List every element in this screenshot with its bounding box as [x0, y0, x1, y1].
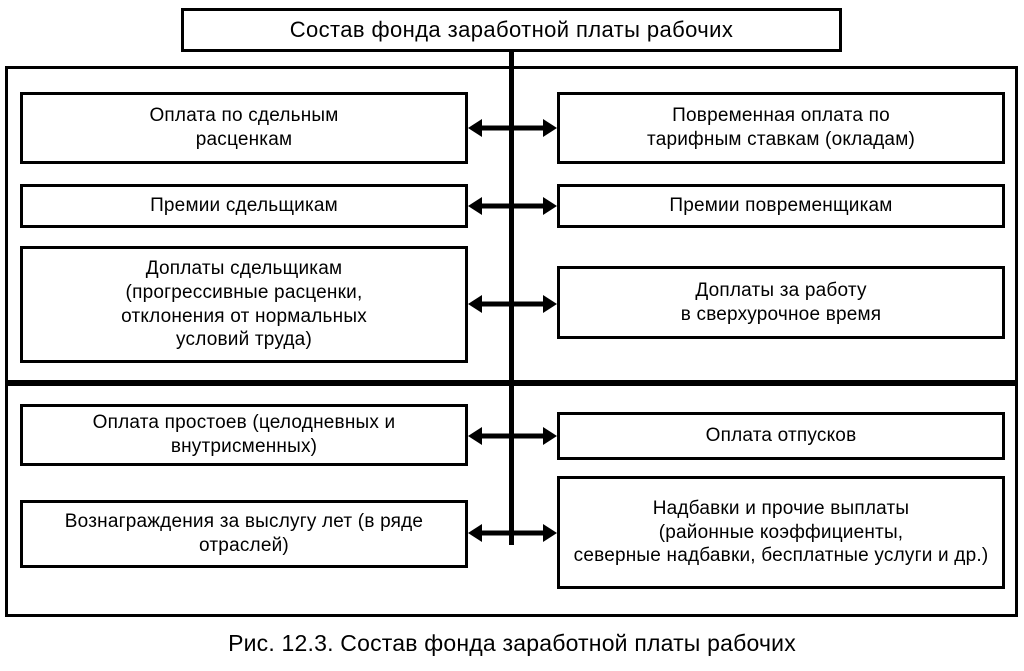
node-long-service-rewards-label: Вознаграждения за выслугу лет (в ряде от… [64, 511, 424, 556]
node-time-based-pay[interactable]: Повременная оплата по тарифным ставкам (… [557, 92, 1005, 164]
node-time-worker-bonuses-label: Премии повременщикам [669, 195, 893, 217]
figure-caption: Рис. 12.3. Состав фонда заработной платы… [0, 630, 1024, 657]
central-trunk-line [509, 50, 514, 545]
node-piecework-bonuses-label: Премии сдельщикам [150, 195, 338, 217]
node-downtime-pay-label: Оплата простоев (целодневных и внутрисме… [92, 412, 396, 457]
diagram-title-text: Состав фонда заработной платы рабочих [289, 17, 734, 42]
node-vacation-pay-label: Оплата отпусков [705, 425, 857, 447]
node-vacation-pay[interactable]: Оплата отпусков [557, 412, 1005, 460]
node-downtime-pay[interactable]: Оплата простоев (целодневных и внутрисме… [20, 404, 468, 466]
node-piecework-pay[interactable]: Оплата по сдельным расценкам [20, 92, 468, 164]
node-overtime-surcharges[interactable]: Доплаты за работу в сверхурочное время [557, 266, 1005, 339]
diagram-title-box: Состав фонда заработной платы рабочих [181, 8, 842, 52]
node-piecework-bonuses[interactable]: Премии сдельщикам [20, 184, 468, 228]
node-piecework-surcharges[interactable]: Доплаты сдельщикам (прогрессивные расцен… [20, 246, 468, 363]
node-piecework-pay-label: Оплата по сдельным расценкам [149, 105, 339, 150]
node-piecework-surcharges-label: Доплаты сдельщикам (прогрессивные расцен… [121, 258, 367, 351]
node-allowances-other-payments-label: Надбавки и прочие выплаты (районные коэф… [573, 498, 989, 567]
node-overtime-surcharges-label: Доплаты за работу в сверхурочное время [680, 279, 882, 325]
node-time-based-pay-label: Повременная оплата по тарифным ставкам (… [647, 105, 915, 150]
node-time-worker-bonuses[interactable]: Премии повременщикам [557, 184, 1005, 228]
node-allowances-other-payments[interactable]: Надбавки и прочие выплаты (районные коэф… [557, 476, 1005, 589]
node-long-service-rewards[interactable]: Вознаграждения за выслугу лет (в ряде от… [20, 500, 468, 568]
figure-caption-text: Рис. 12.3. Состав фонда заработной платы… [228, 630, 796, 656]
